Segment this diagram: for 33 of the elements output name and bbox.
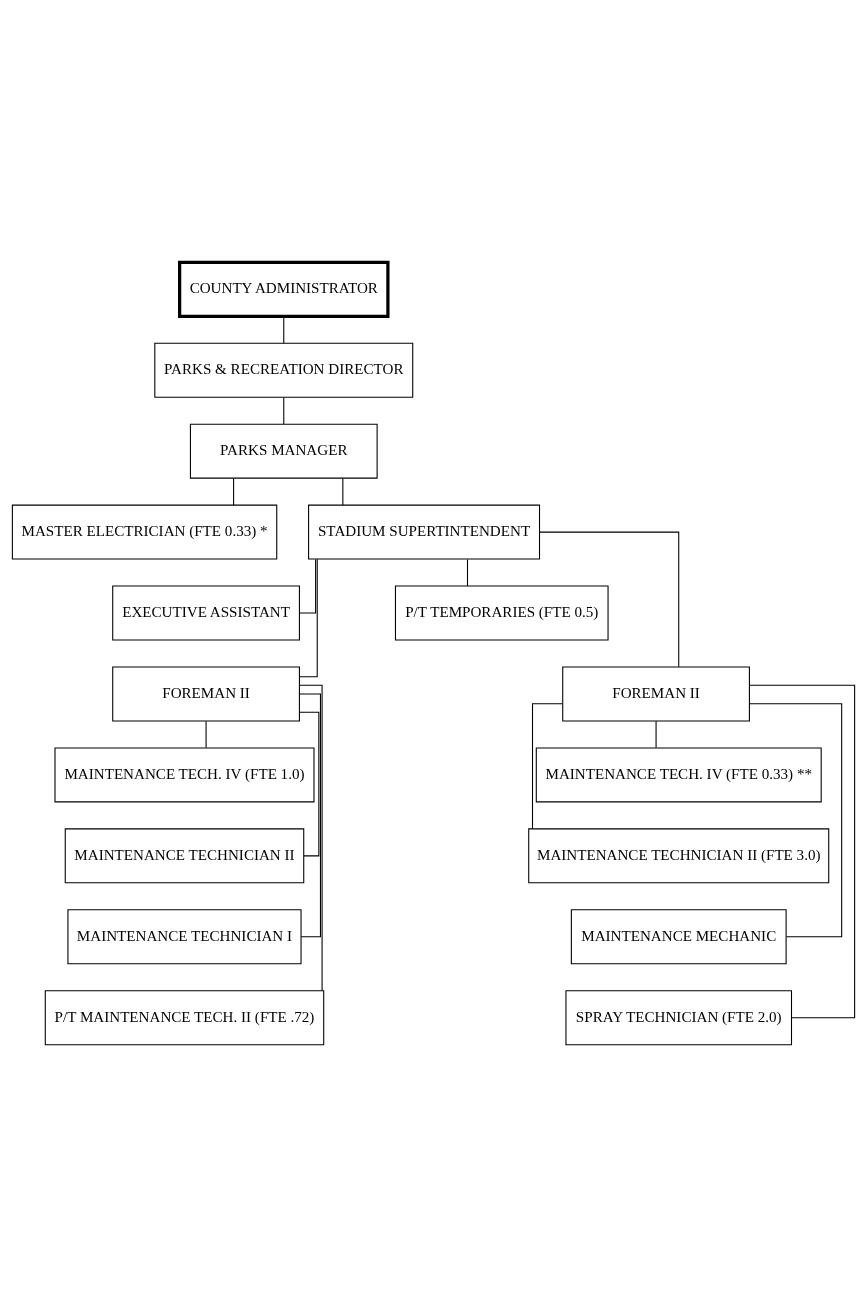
connector [749,684,856,1019]
node-box: MASTER ELECTRICIAN (FTE 0.33) * [11,504,278,560]
connector [299,558,318,678]
node-box: MAINTENANCE TECH. IV (FTE 0.33) ** [535,747,822,803]
connector [205,720,207,749]
connector [342,478,344,506]
connector [233,478,235,506]
node-box: PARKS & RECREATION DIRECTOR [154,342,414,398]
node-box: SPRAY TECHNICIAN (FTE 2.0) [565,990,793,1046]
connector [298,558,317,614]
node-box: EXECUTIVE ASSISTANT [112,585,300,641]
connector [298,684,323,992]
connector [283,316,285,344]
connector [539,531,680,668]
node-box: MAINTENANCE TECHNICIAN II [64,828,305,884]
node-box: STADIUM SUPERTINTENDENT [308,504,541,560]
connector [299,711,320,857]
node-box: P/T MAINTENANCE TECH. II (FTE .72) [44,990,325,1046]
connector [655,720,657,749]
node-box: COUNTY ADMINISTRATOR [178,260,390,318]
node-box: PARKS MANAGER [189,423,378,479]
connector [298,693,321,938]
connector [283,397,285,425]
node-box: MAINTENANCE TECH. IV (FTE 1.0) [54,747,315,803]
node-box: FOREMAN II [562,666,750,722]
node-box: MAINTENANCE MECHANIC [570,909,787,965]
node-box: FOREMAN II [112,666,300,722]
connector [748,703,843,938]
connector [466,558,469,587]
connector [531,703,563,830]
node-box: MAINTENANCE TECHNICIAN I [67,909,302,965]
node-box: P/T TEMPORARIES (FTE 0.5) [394,585,609,641]
node-box: MAINTENANCE TECHNICIAN II (FTE 3.0) [528,828,830,884]
